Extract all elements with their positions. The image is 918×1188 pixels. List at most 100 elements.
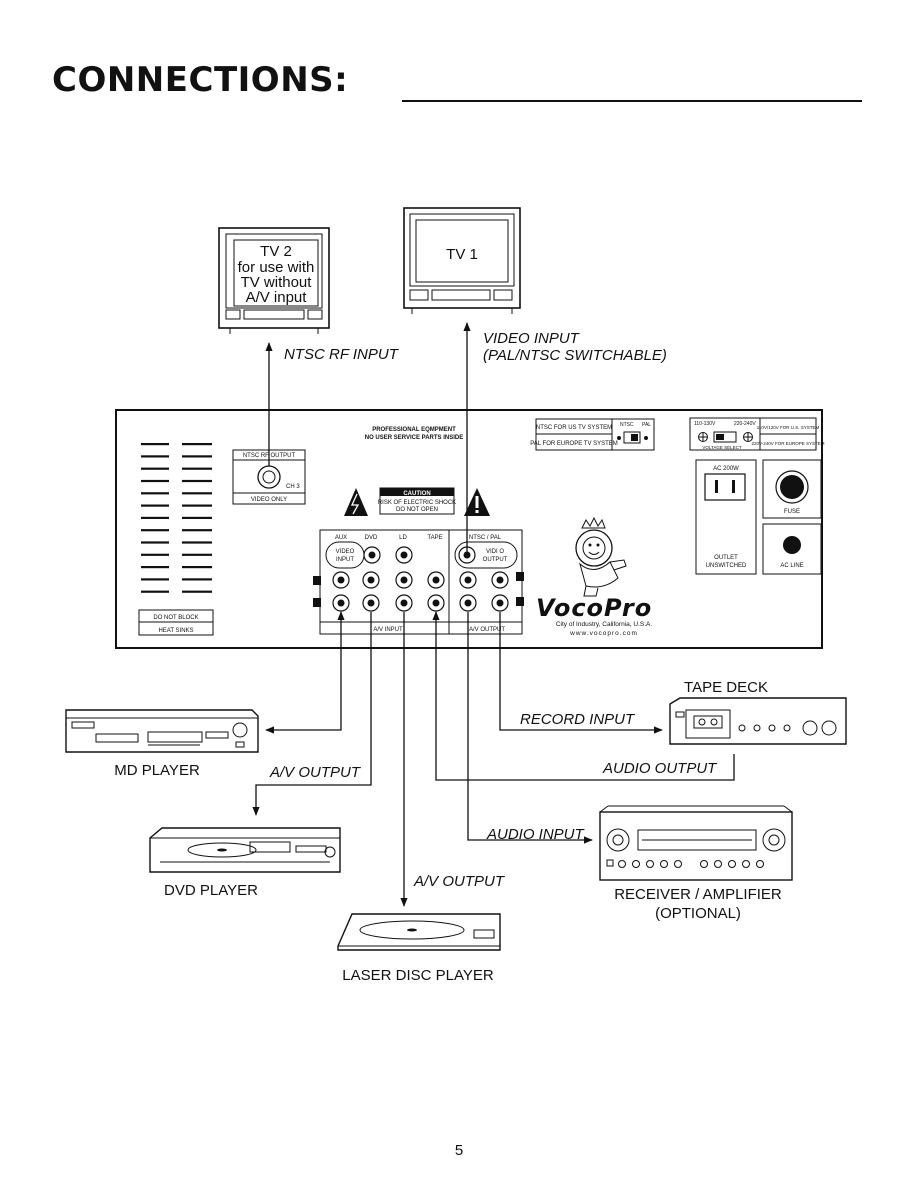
lightning-warning-icon	[344, 488, 368, 516]
tv2-unit: TV 2 for use with TV without A/V input	[218, 227, 330, 334]
voltage-110-label: 110-130V	[694, 421, 716, 427]
av-output-label: A/V OUTPUT	[469, 627, 505, 633]
tv2-label-line-1: TV 2	[260, 243, 292, 260]
rca-audio-jack	[427, 571, 445, 589]
rca-jack-pin	[367, 576, 375, 584]
do-not-block-label: DO NOT BLOCK	[153, 615, 198, 621]
ac-line-socket	[783, 536, 801, 554]
ntsc-us-label: NTSC FOR US TV SYSTEM	[536, 425, 612, 431]
rca-audio-jack	[395, 571, 413, 589]
rca-jack-pin	[337, 599, 345, 607]
heat-sink-slot	[141, 467, 169, 470]
heat-sink-slot	[141, 516, 169, 519]
heat-sink-slot	[141, 504, 169, 507]
page-number: 5	[454, 1142, 464, 1159]
jack-aux-label: AUX	[335, 535, 347, 541]
city-label: City of Industry, California, U.S.A.	[556, 621, 653, 628]
unswitched-label: UNSWITCHED	[706, 563, 747, 569]
rca-audio-jack	[459, 571, 477, 589]
ntsc-rf-input-label: NTSC RF INPUT	[284, 346, 400, 363]
heat-sink-slot	[141, 590, 169, 593]
video-output-jack-label: VIDI O	[486, 549, 504, 555]
no-user-service-label: NO USER SERVICE PARTS INSIDE	[365, 435, 463, 441]
video-input-jack	[363, 546, 381, 564]
pal-europe-label: PAL FOR EUROPE TV SYSTEM	[530, 441, 618, 447]
rca-jack-pin	[464, 576, 472, 584]
ntsc-pal-switch	[623, 431, 641, 444]
heat-sink-slot	[182, 504, 212, 507]
rca-audio-jack	[362, 571, 380, 589]
audio-output-label: AUDIO OUTPUT	[602, 760, 718, 777]
ch3-label: CH 3	[286, 484, 300, 490]
tv2-label-line-4: A/V input	[246, 289, 308, 306]
jack-tape-label: TAPE	[427, 535, 442, 541]
video-input-switch-label: (PAL/NTSC SWITCHABLE)	[483, 347, 667, 364]
av-input-label: A/V INPUT	[373, 627, 403, 633]
rca-jack-pin	[432, 599, 440, 607]
heat-sink-slot	[182, 590, 212, 593]
heat-sink-slot	[141, 566, 169, 569]
ld-av-output-label: A/V OUTPUT	[413, 873, 506, 890]
receiver-optional-label: (OPTIONAL)	[655, 905, 741, 922]
receiver-knob	[756, 860, 764, 868]
jack-dvd-label: DVD	[365, 535, 378, 541]
rca-audio-jack	[491, 571, 509, 589]
video-output-jack-label-2: OUTPUT	[483, 557, 508, 563]
heat-sink-slot	[182, 566, 212, 569]
heat-sink-slot	[182, 492, 212, 495]
receiver-knob	[646, 860, 654, 868]
pro-equipment-label: PROFESSIONAL EQMPMENT	[372, 427, 456, 433]
website-label: www.vocopro.com	[569, 630, 638, 637]
heat-sink-slot	[182, 578, 212, 581]
voltage-220-label: 220-240V	[734, 421, 756, 427]
rca-jack-pin	[496, 576, 504, 584]
tv1-unit: TV 1	[403, 207, 521, 314]
lion-mascot-logo	[575, 516, 627, 597]
rca-jack-pin	[400, 576, 408, 584]
voltage-us-label: 110V/120V FOR U.S. SYSTEM	[757, 425, 820, 430]
heat-sink-slot	[141, 529, 169, 532]
receiver-knob	[674, 860, 682, 868]
heat-sink-slot	[141, 443, 169, 446]
heat-sink-slot	[141, 455, 169, 458]
rca-audio-jack	[332, 594, 350, 612]
heat-sink-slot	[141, 578, 169, 581]
audio-jack-grid	[332, 571, 509, 612]
voltage-select-switch	[713, 431, 737, 443]
voltage-select-label: VOLTAGE SELECT	[702, 445, 742, 450]
rca-audio-jack	[395, 594, 413, 612]
page-title: CONNECTIONS:	[52, 60, 349, 100]
switch-pal-label: PAL	[642, 422, 651, 428]
receiver-knob	[660, 860, 668, 868]
rca-audio-jack	[427, 594, 445, 612]
heat-sink-slot	[182, 541, 212, 544]
rear-panel: DO NOT BLOCK HEAT SINKS PROFESSIONAL EQM…	[115, 409, 825, 649]
rca-jack-pin	[337, 576, 345, 584]
title-rule	[402, 100, 862, 102]
heat-sink-slot	[182, 467, 212, 470]
dvd-player-label: DVD PLAYER	[164, 882, 258, 899]
tv2-label-line-3: TV without	[241, 274, 313, 291]
receiver-knob	[728, 860, 736, 868]
rca-audio-jack	[459, 594, 477, 612]
heat-sink-slots	[141, 443, 212, 593]
fuse-label: FUSE	[784, 509, 800, 515]
video-input-jack-label-2: INPUT	[336, 557, 354, 563]
heat-sink-slot	[182, 443, 212, 446]
video-only-label: VIDEO ONLY	[251, 497, 287, 503]
md-player-label: MD PLAYER	[114, 762, 200, 779]
rca-jack-pin	[400, 599, 408, 607]
ac-200w-label: AC 200W	[713, 466, 739, 472]
audio-input-label: AUDIO INPUT	[486, 826, 586, 843]
receiver-buttons	[606, 859, 764, 868]
rf-output-jack	[257, 465, 281, 489]
record-input-label: RECORD INPUT	[520, 711, 636, 728]
rca-audio-jack	[332, 571, 350, 589]
heat-sink-slot	[182, 516, 212, 519]
rca-audio-jack	[362, 594, 380, 612]
outlet-label: OUTLET	[714, 555, 738, 561]
rca-jack-pin	[496, 599, 504, 607]
rca-jack-pin	[367, 599, 375, 607]
md-player-unit	[65, 709, 259, 753]
